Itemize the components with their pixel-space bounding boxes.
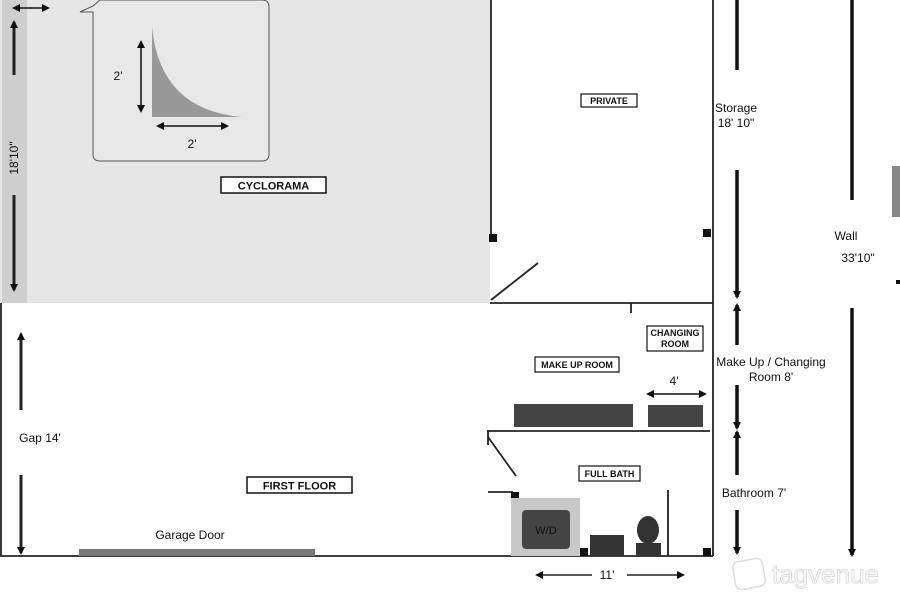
makeup-counter (514, 404, 633, 427)
storage-dimension: 18' 10" (718, 116, 755, 130)
toilet-tank (636, 543, 661, 556)
gap-label: Gap 14' (19, 431, 61, 445)
bath-width-label: 11' (600, 568, 615, 582)
wall-edge-mark (892, 166, 900, 217)
cyclorama-height-label: 18'10" (7, 141, 21, 174)
room-label-changing: CHANGING (651, 328, 700, 338)
garage-door-label: Garage Door (155, 528, 224, 542)
cove-width-label: 2' (188, 137, 197, 151)
wall-length: 33'10" (841, 251, 874, 265)
room-label-changing-2: ROOM (661, 339, 689, 349)
room-label-first-floor: FIRST FLOOR (263, 481, 336, 493)
wall-label: Wall (835, 229, 858, 243)
makeup-dimension-label: Make Up / Changing (716, 355, 825, 369)
sink (590, 535, 624, 556)
bathroom-dimension: Bathroom 7' (722, 486, 786, 500)
room-label-makeup: MAKE UP ROOM (541, 360, 613, 370)
cove-curve (152, 27, 242, 117)
wall-edge-mark (896, 280, 900, 284)
storage-label: Storage (715, 101, 757, 115)
changing-width-label: 4' (670, 374, 679, 388)
garage-door (79, 549, 315, 556)
wall-columns (489, 229, 711, 556)
room-label-full-bath: FULL BATH (585, 469, 635, 479)
cove-callout (79, 0, 270, 162)
room-label-private: PRIVATE (590, 96, 628, 106)
cove-height-label: 2' (114, 69, 123, 83)
room-label-cyclorama: CYCLORAMA (238, 181, 310, 193)
makeup-dimension-value: Room 8' (749, 370, 793, 384)
tagvenue-logo-icon (731, 557, 767, 591)
washer-dryer-label: W/D (535, 525, 556, 537)
toilet-bowl (637, 516, 659, 544)
washer-dryer (522, 510, 570, 549)
tagvenue-watermark: tagvenue (772, 559, 879, 589)
changing-bench (648, 405, 703, 427)
